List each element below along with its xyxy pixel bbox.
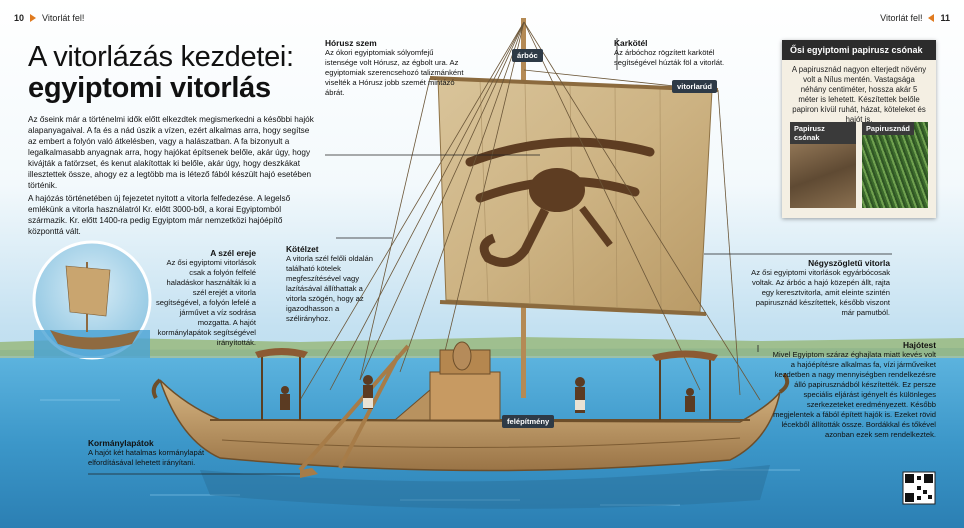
qr-code-icon — [902, 471, 936, 505]
papyrus-box-text: A papirusznád nagyon elterjedt növény vo… — [791, 65, 927, 124]
left-section-title: Vitorlát fel! — [42, 13, 85, 23]
papyrus-boat-box: Ősi egyiptomi papirusz csónak A papirusz… — [782, 40, 936, 218]
superstructure-tag: felépítmény — [502, 415, 555, 428]
papyrus-reed-photo: Papirusznád — [862, 122, 928, 208]
triangle-arrow-icon — [30, 14, 37, 22]
wind-callout: A szél ereje Az ősi egyiptomi vitorlások… — [152, 248, 256, 348]
karkotel-callout: Karkötél Az árbóchoz rögzített karkötél … — [614, 38, 742, 68]
papyrus-boat-photo-label: Papirusz csónak — [790, 122, 856, 144]
triangle-arrow-icon — [928, 14, 935, 22]
page-title-line2: egyiptomi vitorlás — [28, 72, 271, 104]
horus-callout-title: Hórusz szem — [325, 38, 377, 48]
left-page-number: 10 — [14, 13, 25, 23]
karkotel-callout-text: Az árbóchoz rögzített karkötél segítségé… — [614, 48, 725, 67]
horus-callout-text: Az ókori egyiptomiak sólyomfejű istenség… — [325, 48, 464, 97]
hull-callout-title: Hajótest — [902, 340, 936, 350]
hull-callout-text: Mivel Egyiptom száraz éghajlata miatt ke… — [772, 350, 936, 439]
karkotel-callout-title: Karkötél — [614, 38, 648, 48]
yard-tag: vitorlarúd — [672, 80, 718, 93]
kotelzet-callout-text: A vitorla szél felőli oldalán található … — [286, 254, 373, 323]
horus-callout: Hórusz szem Az ókori egyiptomiak sólyomf… — [325, 38, 465, 98]
square-sail-callout-title: Négyszögletű vitorla — [808, 258, 890, 268]
intro-paragraph-2: A hajózás történetében új fejezetet nyit… — [28, 194, 291, 236]
page-title: A vitorlázás kezdetei: egyiptomi vitorlá… — [28, 42, 294, 104]
intro-text: Az őseink már a történelmi idők előtt el… — [28, 114, 314, 237]
page-title-line1: A vitorlázás kezdetei: — [28, 41, 294, 73]
right-page-header: Vitorlát fel! 11 — [880, 13, 950, 23]
kotelzet-callout: Kötélzet A vitorla szél felőli oldalán t… — [286, 244, 382, 324]
intro-paragraph-1: Az őseink már a történelmi idők előtt el… — [28, 115, 314, 190]
papyrus-box-title: Ősi egyiptomi papirusz csónak — [782, 40, 936, 60]
right-page-number: 11 — [940, 13, 950, 23]
wind-callout-text: Az ősi egyiptomi vitorlások csak a folyó… — [155, 258, 256, 347]
steering-oars-callout-text: A hajót két hatalmas kormánylapát elford… — [88, 448, 205, 467]
papyrus-reed-photo-label: Papirusznád — [862, 122, 914, 135]
kotelzet-callout-title: Kötélzet — [286, 244, 319, 254]
hull-callout: Hajótest Mivel Egyiptom száraz éghajlata… — [768, 340, 936, 440]
steering-oars-callout: Kormánylapátok A hajót két hatalmas korm… — [88, 438, 228, 468]
square-sail-callout-text: Az ősi egyiptomi vitorlások egyárbócosak… — [751, 268, 890, 317]
left-page-header: 10 Vitorlát fel! — [14, 13, 84, 23]
right-section-title: Vitorlát fel! — [880, 13, 923, 23]
square-sail-callout: Négyszögletű vitorla Az ősi egyiptomi vi… — [744, 258, 890, 318]
wind-callout-title: A szél ereje — [210, 248, 256, 258]
mast-tag: árbóc — [512, 49, 543, 62]
papyrus-boat-photo: Papirusz csónak — [790, 122, 856, 208]
steering-oars-callout-title: Kormánylapátok — [88, 438, 154, 448]
